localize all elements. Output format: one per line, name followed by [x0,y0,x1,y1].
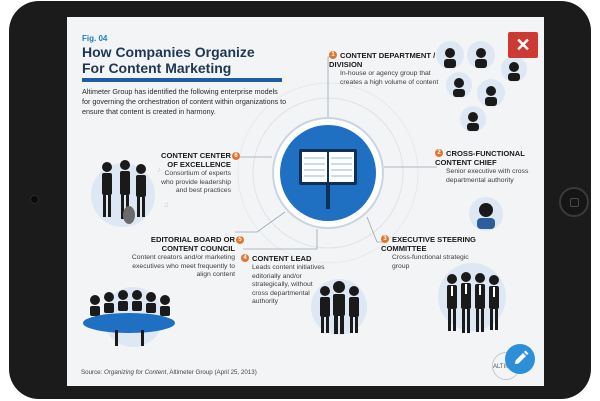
intro-text: Altimeter Group has identified the follo… [82,87,287,116]
model-description: Cross-functional strategic group [392,254,469,270]
model-editorial-board: Editorial Board or Content Council5 Cont… [129,235,244,280]
model-center-of-excellence: Content Center of Excellence6 Consortium… [159,151,240,196]
model-title: Content Center of Excellence [160,151,231,169]
svg-text:♫: ♫ [163,200,169,209]
editorial-board-table-icon [83,287,175,347]
model-description: Leads content initiatives editorially an… [252,264,325,305]
source-citation: Source: Organizing for Content, Altimete… [81,369,257,376]
model-title: Cross-Functional Content Chief [435,149,525,167]
edit-button[interactable] [505,344,535,374]
home-button[interactable] [559,187,589,217]
model-title: Content Department / Division [329,51,436,69]
content-department-people-icon [436,41,527,132]
front-camera [30,195,39,204]
pencil-icon [515,350,529,364]
model-title: Content Lead [252,254,312,263]
content-lead-people-icon [311,279,367,335]
source-suffix: , Altimeter Group (April 25, 2013) [166,369,257,376]
marker-dot: 3 [381,235,389,243]
model-content-chief: 2Cross-Functional Content Chief Senior e… [435,149,543,185]
marker-dot: 4 [241,254,249,262]
model-content-lead: 4Content Lead Leads content initiatives … [241,254,329,307]
model-title: Executive Steering Committee [381,235,476,253]
infographic-screen: ♪ ♫ [67,17,544,386]
svg-text:♪: ♪ [157,165,161,174]
center-of-excellence-people-icon: ♪ ♫ [91,160,169,227]
source-prefix: Source: [81,369,105,376]
close-button[interactable]: ✕ [508,32,538,58]
close-icon: ✕ [515,35,531,55]
source-work: Organizing for Content [104,369,167,376]
steering-committee-people-icon [438,263,506,333]
marker-dot: 1 [329,51,337,59]
model-description: Content creators and/or marketing execut… [131,254,235,278]
marker-dot: 5 [236,236,244,244]
title-underline [82,78,282,82]
marker-dot: 2 [435,149,443,157]
page-title: How Companies Organize For Content Marke… [82,44,255,76]
model-description: In-house or agency group that creates a … [340,70,439,86]
model-content-department: 1Content Department / Division In-house … [329,51,444,87]
marker-dot: 6 [232,152,240,160]
hub-sheet-music-overlay [299,149,357,209]
model-steering-committee: 3Executive Steering Committee Cross-func… [381,235,476,271]
model-title: Editorial Board or Content Council [150,235,235,253]
model-description: Senior executive with cross departmental… [446,168,529,184]
figure-label: Fig. 04 [82,34,108,43]
tablet-frame: ♪ ♫ [9,1,591,399]
content-chief-person-icon [469,197,503,231]
model-description: Consortium of experts who provide leader… [161,170,231,194]
